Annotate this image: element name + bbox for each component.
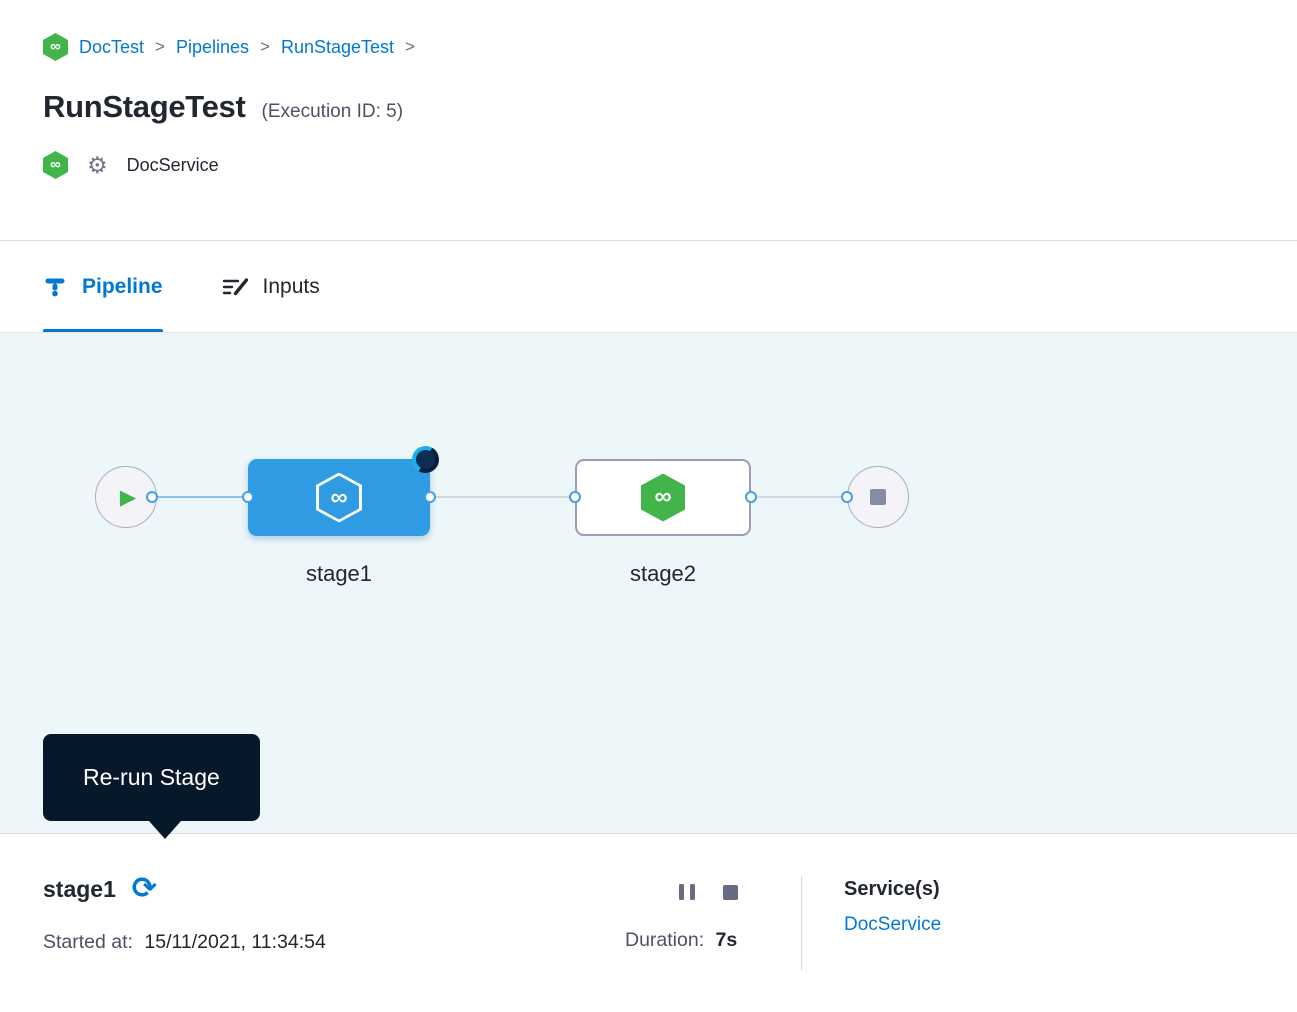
harness-service-icon: ∞	[43, 151, 68, 179]
stop-button[interactable]	[723, 884, 738, 900]
footer-stage-name: stage1	[43, 875, 116, 902]
infinity-glyph: ∞	[50, 38, 61, 55]
running-spinner-icon	[408, 442, 443, 477]
breadcrumb-link-runstagetest[interactable]: RunStageTest	[280, 36, 395, 57]
connector-dot	[242, 491, 254, 503]
started-at-label: Started at:	[43, 931, 133, 953]
infinity-glyph: ∞	[50, 156, 61, 173]
play-icon: ▶	[119, 485, 137, 509]
connector-dot	[146, 491, 158, 503]
stage-node-stage2[interactable]: ∞	[575, 459, 751, 536]
execution-id: (Execution ID: 5)	[261, 101, 404, 122]
footer-stage-section: stage1 ⟳ Started at: 15/11/2021, 11:34:5…	[43, 874, 625, 1012]
tab-pipeline-label: Pipeline	[82, 274, 163, 298]
harness-logo-icon: ∞	[43, 33, 68, 61]
stage2-harness-icon: ∞	[641, 473, 685, 522]
execution-footer: stage1 ⟳ Started at: 15/11/2021, 11:34:5…	[0, 833, 1297, 1012]
infinity-glyph: ∞	[330, 483, 348, 511]
stop-icon	[870, 489, 886, 505]
pause-button[interactable]	[679, 884, 695, 900]
tab-bar: Pipeline Inputs	[0, 240, 1297, 333]
tab-inputs[interactable]: Inputs	[221, 241, 320, 332]
connector-dot	[745, 491, 757, 503]
connector-dot	[424, 491, 436, 503]
infinity-glyph: ∞	[654, 482, 672, 510]
service-row: ∞ ⚙ DocService	[43, 151, 1254, 179]
execution-header: ∞ DocTest > Pipelines > RunStageTest > R…	[0, 0, 1297, 240]
pipeline-end-node	[847, 466, 909, 528]
rerun-stage-tooltip: Re-run Stage	[43, 734, 260, 839]
duration-label: Duration:	[625, 929, 705, 951]
connector-line	[430, 496, 575, 498]
stage-label-stage2: stage2	[629, 561, 697, 586]
footer-services-section: Service(s) DocService	[844, 874, 941, 1012]
stage-label-stage1: stage1	[305, 561, 373, 586]
services-label: Service(s)	[844, 878, 940, 900]
footer-controls-section: Duration: 7s	[625, 874, 801, 1012]
breadcrumb-link-doctest[interactable]: DocTest	[79, 36, 145, 57]
breadcrumb-separator: >	[260, 37, 270, 56]
pipeline-canvas: ▶ ∞ ∞ stage1 stage2 Re-run Stage	[0, 333, 1297, 839]
page-title: RunStageTest	[43, 89, 246, 124]
breadcrumb: ∞ DocTest > Pipelines > RunStageTest >	[43, 33, 1254, 61]
duration-value: 7s	[715, 929, 738, 951]
connector-dot	[841, 491, 853, 503]
tab-inputs-label: Inputs	[262, 274, 320, 298]
breadcrumb-separator: >	[155, 37, 165, 56]
connector-line	[751, 496, 847, 498]
stage1-harness-icon: ∞	[316, 472, 362, 523]
connector-dot	[569, 491, 581, 503]
gear-icon: ⚙	[87, 151, 108, 178]
inputs-icon	[222, 277, 248, 295]
breadcrumb-link-pipelines[interactable]: Pipelines	[175, 36, 250, 57]
breadcrumb-separator: >	[405, 37, 415, 56]
service-name: DocService	[126, 154, 219, 175]
footer-divider	[801, 876, 802, 971]
tab-pipeline[interactable]: Pipeline	[43, 241, 163, 332]
title-row: RunStageTest (Execution ID: 5)	[43, 89, 1254, 125]
rerun-stage-button[interactable]: ⟳	[131, 872, 158, 905]
stage-node-stage1[interactable]: ∞	[248, 442, 443, 536]
started-at-value: 15/11/2021, 11:34:54	[144, 931, 326, 953]
connector-line	[155, 496, 248, 498]
pipeline-icon	[45, 278, 65, 296]
service-link-docservice[interactable]: DocService	[844, 914, 942, 935]
